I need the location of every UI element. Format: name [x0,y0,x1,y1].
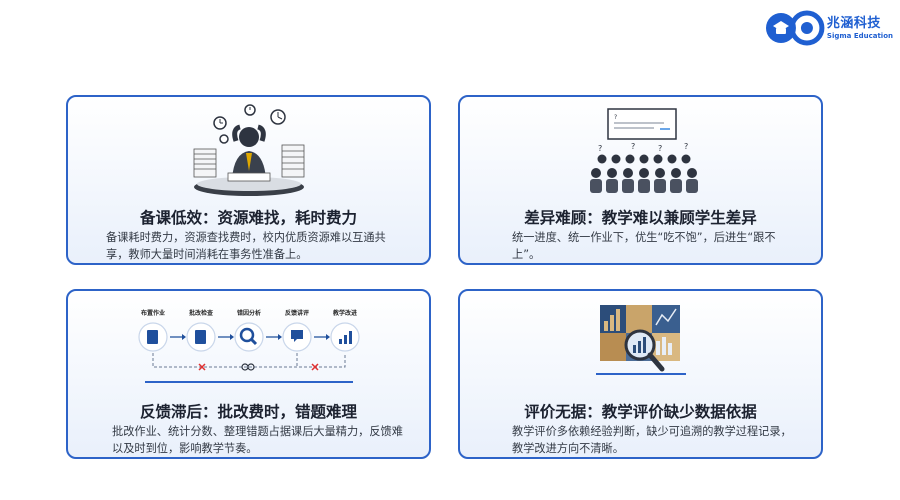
card-title: 反馈滞后：批改费时，错题难理 [139,403,357,421]
card-description: 备课耗时费力，资源查找费时，校内优质资源难以互通共享，教师大量时间消耗在事务性准… [106,231,386,261]
svg-text:?: ? [598,144,602,153]
card-title: 差异难顾：教学难以兼顾学生差异 [524,209,757,227]
data-puzzle-icon [595,305,686,375]
card-evaluation: 评价无据：教学评价缺少数据依据 教学评价多依赖经验判断，缺少可追溯的教学过程记录… [458,289,823,459]
card-lesson-prep: 备课低效：资源难找，耗时费力 备课耗时费力，资源查找费时，校内优质资源难以互通共… [66,95,431,265]
card-feedback-delay: 布置作业 批改检查 错因分析 反馈讲评 教学改进 [66,289,431,459]
card-description: 统一进度、统一作业下，优生“吃不饱”，后进生“跟不上”。 [512,231,776,261]
svg-text:?: ? [684,142,688,151]
svg-text:?: ? [658,144,662,153]
flow-step-label: 布置作业 [139,309,164,317]
stressed-teacher-icon [193,104,304,196]
flow-step-label: 反馈讲评 [284,309,308,317]
feedback-flow-icon: 布置作业 批改检查 错因分析 反馈讲评 教学改进 [137,309,360,383]
classroom-icon: ? ?? ?? [589,108,698,193]
card-student-differences: ? ?? ?? [458,95,823,265]
flow-step-label: 批改检查 [188,309,212,317]
card-description: 批改作业、统计分数、整理错题占据课后大量精力，反馈难以及时到位，影响教学节奏。 [112,425,403,455]
brand-name: 兆涵科技 [826,15,881,31]
svg-text:?: ? [631,142,635,151]
infinity-logo-icon [765,10,825,46]
flow-step-label: 错因分析 [236,309,260,317]
brand-logo: 兆涵科技 Sigma Education [763,10,893,46]
brand-tagline: Sigma Education [826,31,893,40]
card-title: 评价无据：教学评价缺少数据依据 [524,403,757,421]
flow-step-label: 教学改进 [331,309,356,317]
card-title: 备课低效：资源难找，耗时费力 [139,209,357,227]
svg-text:?: ? [614,114,617,121]
card-description: 教学评价多依赖经验判断，缺少可追溯的教学过程记录，教学改进方向不清晰。 [512,425,792,455]
